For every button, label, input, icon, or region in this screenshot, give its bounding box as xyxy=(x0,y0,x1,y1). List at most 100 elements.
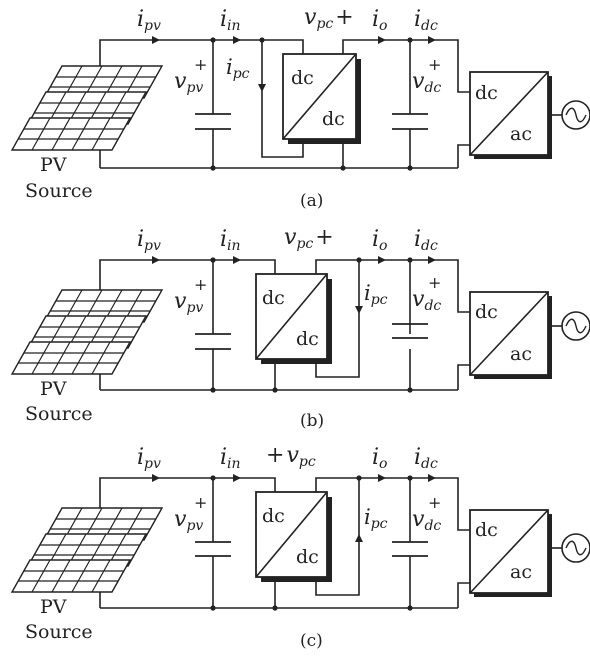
svg-text:vpc+: vpc+ xyxy=(304,5,354,32)
capacitor-pv xyxy=(195,541,231,557)
v-pv-plus: + xyxy=(194,55,207,74)
labels: ipv iin vpc+ io idc ipc + vpv + vdc PV S… xyxy=(25,5,441,211)
panel-b: dc dc dc ac ipv iin vpc+ io idc ipc + vp… xyxy=(11,225,590,431)
dcdc-top-label: dc xyxy=(262,505,285,527)
v-dc-plus: + xyxy=(428,493,441,512)
svg-text:io: io xyxy=(372,227,387,254)
i-in-label: i xyxy=(220,445,227,470)
svg-text:vdc: vdc xyxy=(412,507,441,534)
svg-text:ipv: ipv xyxy=(137,445,161,472)
v-dc-label: v xyxy=(412,287,425,312)
pv-label: PV xyxy=(40,596,67,618)
source-label: Source xyxy=(25,180,93,202)
junction-dots xyxy=(210,475,413,611)
svg-text:vpv: vpv xyxy=(174,289,203,316)
capacitor-pv xyxy=(195,333,231,350)
v-dc-plus: + xyxy=(428,273,441,292)
i-in-label: i xyxy=(220,227,227,252)
i-o-label: i xyxy=(372,227,379,252)
dcac-top-label: dc xyxy=(475,519,498,541)
svg-text:idc: idc xyxy=(414,445,438,472)
source-label: Source xyxy=(25,403,93,425)
svg-text:vpc+: vpc+ xyxy=(284,225,334,252)
svg-text:idc: idc xyxy=(414,227,438,254)
labels: ipv iin vpc+ io idc ipc + vpv + vdc PV S… xyxy=(25,225,441,431)
capacitor-dc xyxy=(392,541,428,557)
svg-text:ipv: ipv xyxy=(137,227,161,254)
dcdc-bottom-label: dc xyxy=(296,328,319,350)
v-pv-label: v xyxy=(174,69,187,94)
pv-array xyxy=(11,65,163,151)
svg-text:iin: iin xyxy=(220,227,241,254)
svg-text:idc: idc xyxy=(414,7,438,34)
dcac-bottom-label: ac xyxy=(510,343,532,365)
svg-text:iin: iin xyxy=(220,445,241,472)
pv-array xyxy=(11,289,163,375)
dcdc-converter: dc dc xyxy=(255,491,332,582)
pv-label: PV xyxy=(40,378,67,400)
dcac-inverter: dc ac xyxy=(469,71,552,159)
junction-dots xyxy=(210,37,413,171)
circuit-wires xyxy=(99,477,562,609)
caption-a: (a) xyxy=(300,191,323,211)
dcdc-converter: dc dc xyxy=(282,53,361,144)
dcdc-bottom-label: dc xyxy=(296,546,319,568)
v-pv-label: v xyxy=(174,289,187,314)
svg-text:io: io xyxy=(372,7,387,34)
current-arrows xyxy=(152,36,436,92)
v-pc-label: v xyxy=(284,225,297,250)
svg-text:vpv: vpv xyxy=(174,69,203,96)
dcdc-bottom-label: dc xyxy=(322,108,345,130)
svg-text:io: io xyxy=(372,445,387,472)
dcdc-top-label: dc xyxy=(262,287,285,309)
svg-text:+vpc: +vpc xyxy=(266,443,316,470)
i-o-label: i xyxy=(372,7,379,32)
dcac-bottom-label: ac xyxy=(510,561,532,583)
ac-grid-icon xyxy=(561,100,590,130)
dcac-bottom-label: ac xyxy=(510,123,532,145)
pv-array xyxy=(11,507,163,593)
dcdc-converter: dc dc xyxy=(255,273,332,364)
ac-grid-icon xyxy=(561,533,590,563)
pv-label: PV xyxy=(40,154,67,176)
i-dc-label: i xyxy=(414,7,421,32)
ac-grid-icon xyxy=(561,311,590,341)
v-dc-label: v xyxy=(412,69,425,94)
i-pc-label: i xyxy=(364,505,371,529)
svg-text:vdc: vdc xyxy=(412,69,441,96)
labels: ipv iin +vpc io idc ipc + vpv + vdc PV S… xyxy=(25,443,441,651)
caption-b: (b) xyxy=(300,411,324,431)
current-arrows xyxy=(152,474,436,542)
i-pv-label: i xyxy=(137,445,144,470)
i-dc-label: i xyxy=(414,227,421,252)
i-pc-label: i xyxy=(226,55,233,79)
svg-text:iin: iin xyxy=(220,7,241,34)
dcac-top-label: dc xyxy=(475,82,498,104)
capacitor-dc xyxy=(392,323,428,339)
v-pv-plus: + xyxy=(194,275,207,294)
v-pc-label: v xyxy=(286,443,299,468)
svg-text:ipc: ipc xyxy=(364,505,388,532)
svg-text:vdc: vdc xyxy=(412,287,441,314)
i-pv-label: i xyxy=(137,7,144,32)
current-arrows xyxy=(152,256,436,314)
dcac-top-label: dc xyxy=(475,301,498,323)
capacitor-dc xyxy=(392,113,428,130)
i-in-label: i xyxy=(220,7,227,32)
i-o-label: i xyxy=(372,445,379,470)
svg-text:ipc: ipc xyxy=(364,281,388,308)
capacitor-pv xyxy=(195,113,231,130)
v-pc-sign: + xyxy=(266,443,284,468)
v-dc-label: v xyxy=(412,507,425,532)
dcac-inverter: dc ac xyxy=(469,291,552,379)
i-pv-label: i xyxy=(137,227,144,252)
dcdc-top-label: dc xyxy=(291,67,314,89)
v-pv-plus: + xyxy=(194,493,207,512)
v-dc-plus: + xyxy=(428,55,441,74)
panel-c: dc dc dc ac ipv iin +vpc io idc ipc + vp… xyxy=(11,443,590,651)
dcac-inverter: dc ac xyxy=(469,509,552,597)
junction-dots xyxy=(210,257,413,393)
caption-c: (c) xyxy=(300,631,323,651)
source-label: Source xyxy=(25,621,93,643)
